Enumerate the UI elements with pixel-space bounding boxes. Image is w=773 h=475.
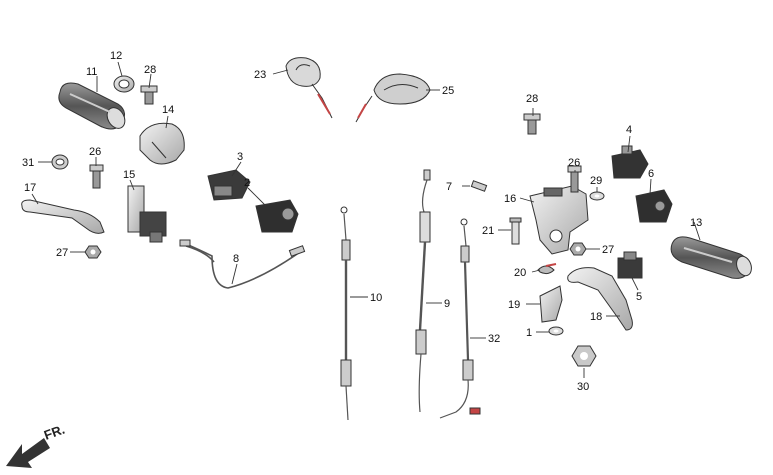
callout-1: 1 <box>526 327 532 339</box>
callout-25: 25 <box>442 85 454 97</box>
callout-3: 3 <box>237 151 243 163</box>
mirror-right <box>355 73 431 123</box>
callout-30: 30 <box>577 381 589 393</box>
brake-switch <box>617 251 643 279</box>
cable-32 <box>439 218 481 419</box>
callout-13: 13 <box>690 217 702 229</box>
callout-labels: 11 12 28 14 31 26 17 27 15 3 2 8 23 25 1… <box>22 50 702 393</box>
callout-28-right: 28 <box>526 93 538 105</box>
switch-3 <box>207 169 251 201</box>
master-cylinder <box>529 185 589 255</box>
front-direction-indicator: FR. <box>6 422 67 468</box>
switch-2 <box>255 199 299 233</box>
bolt-left-26 <box>89 164 104 189</box>
nut-30 <box>571 345 597 367</box>
right-grip <box>670 236 752 279</box>
callout-9: 9 <box>444 298 450 310</box>
callout-16: 16 <box>504 193 516 205</box>
callout-6: 6 <box>648 168 654 180</box>
clutch-lever <box>21 199 105 234</box>
bolt-left-28 <box>140 85 158 105</box>
switch-housing <box>139 122 185 165</box>
adjuster-7 <box>470 180 488 192</box>
bolt-right-26 <box>567 165 582 193</box>
callout-31: 31 <box>22 157 34 169</box>
callout-20: 20 <box>514 267 526 279</box>
callout-18: 18 <box>590 311 602 323</box>
callout-15: 15 <box>123 169 135 181</box>
clamp-31 <box>51 154 69 170</box>
callout-2: 2 <box>244 177 250 189</box>
nut-right-27 <box>569 242 587 256</box>
callout-27-left: 27 <box>56 247 68 259</box>
brake-lever <box>567 267 633 331</box>
callout-10: 10 <box>370 292 382 304</box>
spring-20 <box>537 263 557 275</box>
callout-23: 23 <box>254 69 266 81</box>
callout-21: 21 <box>482 225 494 237</box>
switch-6 <box>635 189 673 223</box>
callout-7: 7 <box>446 181 452 193</box>
callout-28-left: 28 <box>144 64 156 76</box>
leader-lines <box>31 61 701 378</box>
cable-9 <box>415 169 431 413</box>
switch-4 <box>611 145 649 179</box>
bolt-right-28 <box>523 113 541 135</box>
callout-29: 29 <box>590 175 602 187</box>
washer-29 <box>589 191 605 201</box>
grip-collar <box>113 75 135 93</box>
clutch-switch <box>127 185 167 243</box>
left-grip <box>58 82 126 130</box>
callout-17: 17 <box>24 182 36 194</box>
callout-32: 32 <box>488 333 500 345</box>
callout-11: 11 <box>86 66 97 78</box>
front-label: FR. <box>42 422 67 443</box>
callout-5: 5 <box>636 291 642 303</box>
nut-left-27 <box>84 245 102 259</box>
callout-8: 8 <box>233 253 239 265</box>
washer-1 <box>548 326 564 336</box>
mirror-left <box>285 57 333 119</box>
callout-19: 19 <box>508 299 520 311</box>
cable-10 <box>340 206 352 421</box>
callout-27-right: 27 <box>602 244 614 256</box>
callout-12: 12 <box>110 50 122 62</box>
callout-14: 14 <box>162 104 174 116</box>
wire-harness <box>179 239 306 289</box>
front-arrow-icon <box>6 438 50 468</box>
bracket-19 <box>539 285 563 323</box>
pin-21 <box>509 217 522 245</box>
callout-26-left: 26 <box>89 146 101 158</box>
callout-4: 4 <box>626 124 632 136</box>
callout-26-right: 26 <box>568 157 580 169</box>
